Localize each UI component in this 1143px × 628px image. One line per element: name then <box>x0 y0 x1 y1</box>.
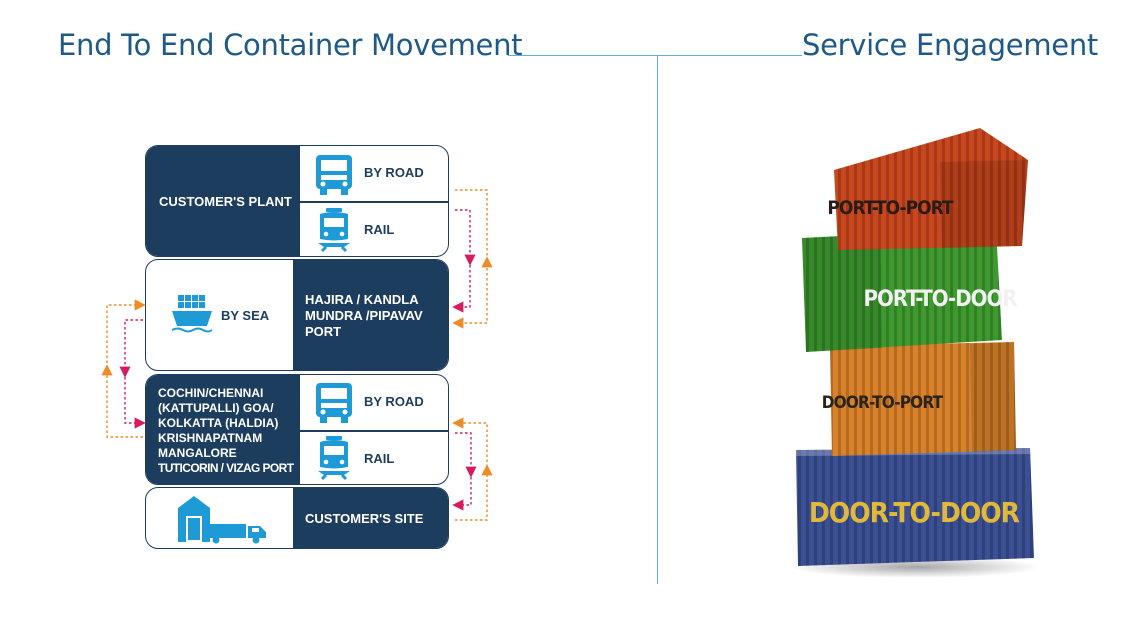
panel-divider <box>300 430 448 432</box>
origin-ports-line: HAJIRA / KANDLA <box>305 292 419 307</box>
plant-label: CUSTOMER'S PLANT <box>146 146 300 256</box>
destination-port-line: COCHIN/CHENNAI <box>158 385 264 400</box>
train-icon <box>314 435 354 481</box>
magenta-arrow <box>452 432 472 511</box>
magenta-arrow <box>452 209 471 313</box>
destination-ports: COCHIN/CHENNAI (KATTUPALLI) GOA/ KOLKATT… <box>146 375 300 484</box>
right-section-title: Service Engagement <box>802 28 1098 62</box>
destination-rail-label: RAIL <box>364 450 395 466</box>
origin-ports: HAJIRA / KANDLA MUNDRA /PIPAVAV PORT <box>293 260 448 370</box>
container-label: DOOR-TO-DOOR <box>809 496 1020 529</box>
container-stack: DOOR-TO-DOOR DOOR-TO-PORT PORT-TO-DOOR P… <box>790 128 1040 578</box>
train-icon <box>314 207 354 253</box>
destination-port-line: (KATTUPALLI) GOA/ <box>158 400 274 415</box>
container-label: DOOR-TO-PORT <box>822 393 944 413</box>
ship-icon <box>170 292 214 334</box>
destination-port-line: KOLKATTA (HALDIA) <box>158 415 279 430</box>
destination-port-line: TUTICORIN / VIZAG PORT <box>158 460 294 475</box>
container-port-to-door: PORT-TO-DOOR <box>802 228 1018 352</box>
magenta-arrow <box>124 319 146 429</box>
sea-panel: BY SEA HAJIRA / KANDLA MUNDRA /PIPAVAV P… <box>145 259 449 371</box>
flow-connectors <box>101 189 493 521</box>
container-door-to-door: DOOR-TO-DOOR <box>796 448 1034 566</box>
truck-icon <box>314 153 354 197</box>
orange-arrow <box>452 189 488 329</box>
site-label: CUSTOMER'S SITE <box>293 488 448 548</box>
plant-road-label: BY ROAD <box>364 165 424 180</box>
destination-port-line: MANGALORE <box>158 445 237 460</box>
destination-road-label: BY ROAD <box>364 394 424 409</box>
plant-panel: CUSTOMER'S PLANT BY ROAD RAIL <box>145 145 449 257</box>
plant-rail-label: RAIL <box>364 222 395 237</box>
panel-divider <box>300 201 448 203</box>
container-port-to-port: PORT-TO-PORT <box>827 128 1028 250</box>
left-section-title: End To End Container Movement <box>58 28 523 62</box>
origin-ports-line: MUNDRA /PIPAVAV <box>305 308 423 323</box>
section-divider <box>657 56 658 584</box>
warehouse-truck-icon <box>176 494 272 544</box>
truck-icon <box>314 381 354 425</box>
origin-ports-line: PORT <box>305 324 342 339</box>
destination-port-line: KRISHNAPATNAM <box>158 430 263 445</box>
destination-panel: COCHIN/CHENNAI (KATTUPALLI) GOA/ KOLKATT… <box>145 374 449 485</box>
container-label: PORT-TO-DOOR <box>863 287 1017 312</box>
container-label: PORT-TO-PORT <box>827 197 954 219</box>
header-rule <box>508 55 802 56</box>
container-door-to-port: DOOR-TO-PORT <box>822 342 1016 456</box>
site-panel: CUSTOMER'S SITE <box>145 487 449 549</box>
sea-label: BY SEA <box>221 308 270 323</box>
